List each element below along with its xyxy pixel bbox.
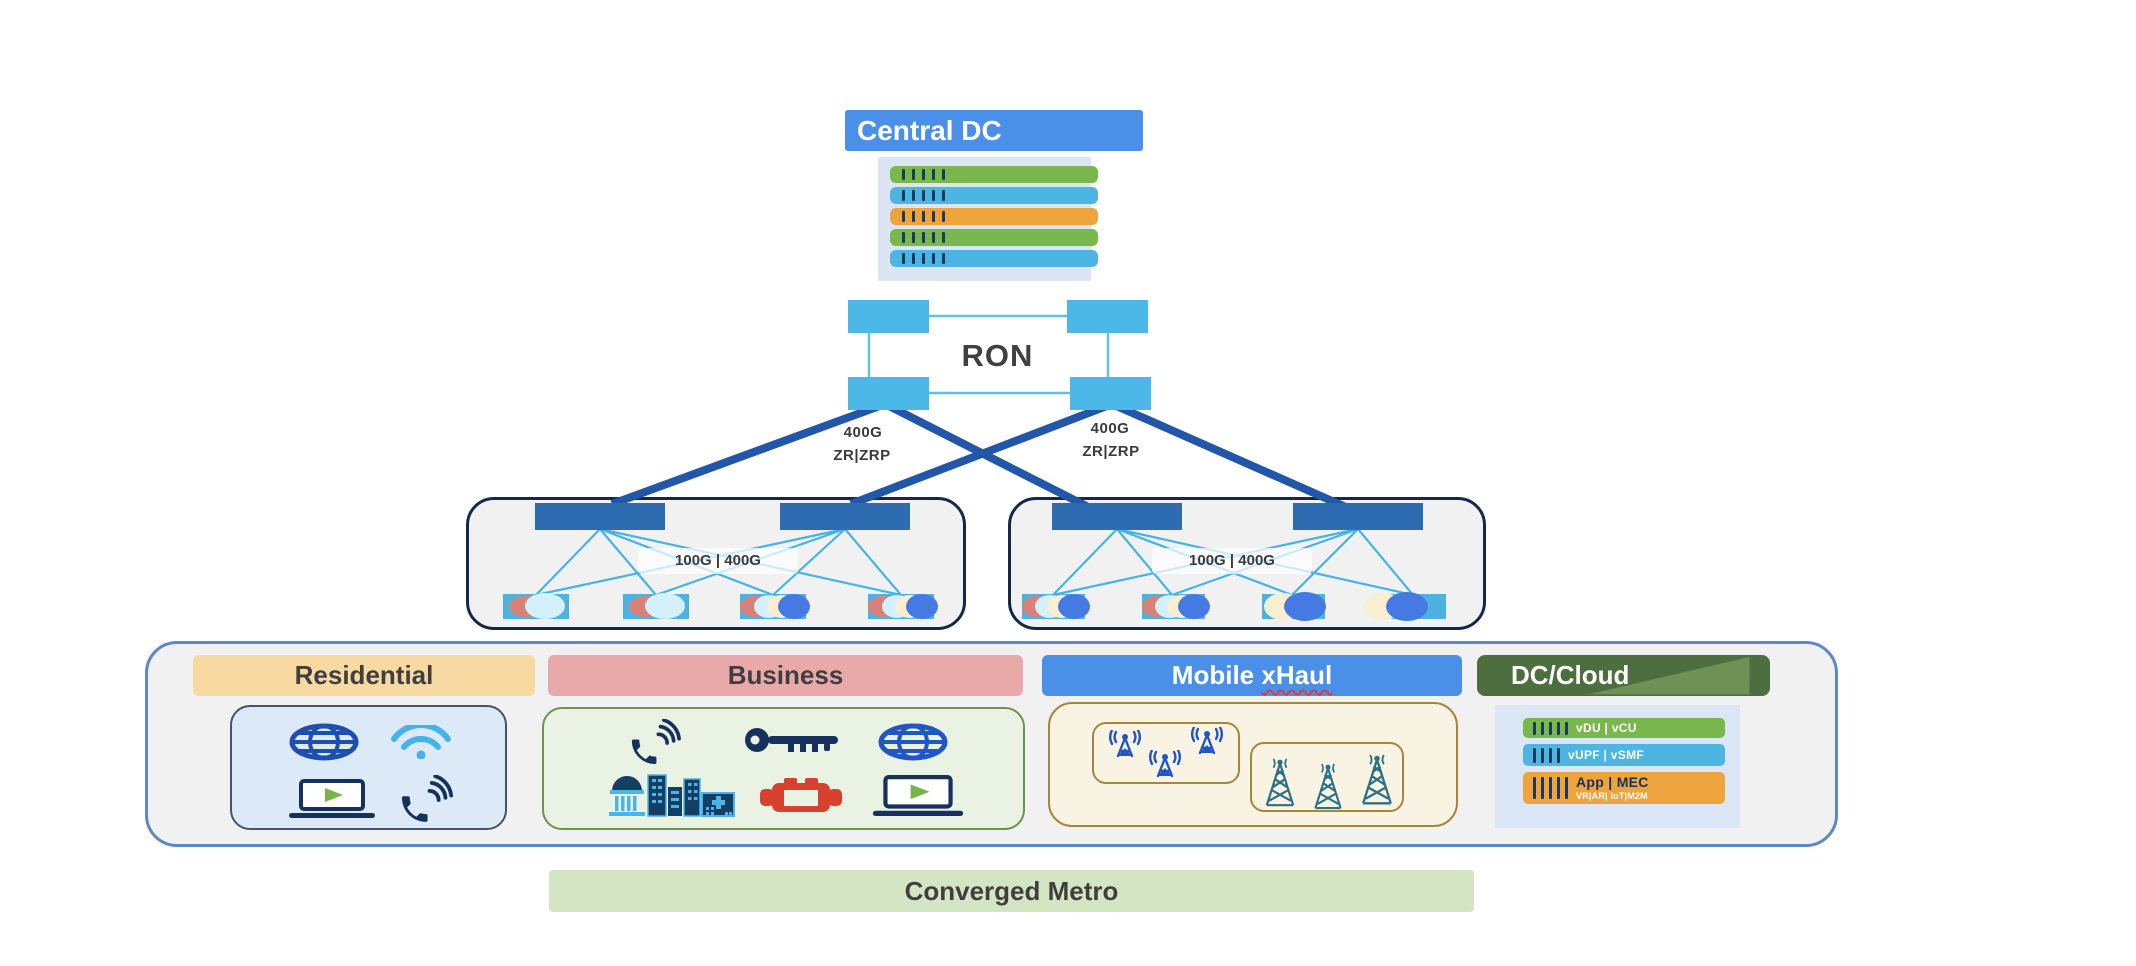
metro-right-fabric-label: 100G | 400G: [1152, 548, 1312, 574]
video-laptop-icon: [289, 779, 375, 818]
leaf-node: [503, 593, 569, 619]
spine-switch: [780, 503, 910, 530]
macro-tower-group-box: [1250, 742, 1404, 812]
leaf-node: [868, 594, 938, 619]
dc-bar-label: App | MEC: [1576, 773, 1649, 790]
server-row: [890, 229, 1098, 246]
business-services-box: [542, 707, 1025, 830]
video-laptop-icon: [872, 775, 964, 816]
spine-switch: [1293, 503, 1423, 530]
leaf-node: [1262, 592, 1326, 621]
globe-icon: [878, 723, 948, 761]
connector-icon: [760, 778, 842, 812]
key-icon: [745, 728, 838, 752]
leaf-node: [623, 593, 689, 619]
mobile-label-prefix: Mobile: [1171, 660, 1255, 690]
ron-label: RON: [961, 338, 1034, 373]
city-buildings-icon: [609, 774, 735, 817]
server-row: [890, 187, 1098, 204]
dc-bar-label: vUPF | vSMF: [1568, 748, 1645, 762]
central-dc-text: Central DC: [857, 115, 1002, 146]
server-ticks: [1533, 721, 1568, 735]
ron-node-top-left: [848, 300, 929, 333]
macro-tower-icon: [1362, 754, 1392, 805]
ron-ring-links: [867, 314, 1110, 395]
converged-metro-label: Converged Metro: [904, 876, 1119, 906]
segment-header-residential: Residential: [193, 655, 535, 696]
leaf-node: [1364, 592, 1446, 621]
server-ticks: [1533, 747, 1560, 763]
server-row: [890, 166, 1098, 183]
small-cell-antenna-icon: [1149, 750, 1181, 778]
server-ticks: [1533, 777, 1568, 799]
dci-left-speed: 400G: [843, 424, 883, 441]
server-row: [890, 208, 1098, 225]
business-label: Business: [727, 660, 844, 690]
metro-left-fabric-label: 100G | 400G: [638, 548, 798, 574]
spine-switch: [1052, 503, 1182, 530]
globe-icon: [289, 723, 359, 761]
leaf-node: [1022, 594, 1090, 619]
central-dc-label: Central DC: [845, 110, 1143, 151]
small-cell-antenna-icon: [1109, 730, 1141, 758]
mobile-xhaul-services-box: [1048, 702, 1458, 827]
macro-tower-icon: [1314, 763, 1342, 810]
segment-header-business: Business: [548, 655, 1023, 696]
dci-left-optics: ZR|ZRP: [833, 447, 891, 464]
residential-label: Residential: [294, 660, 434, 690]
central-dc-server-stack: [878, 157, 1098, 281]
phone-signal-icon: [631, 719, 681, 764]
small-cell-group-box: [1092, 722, 1240, 784]
residential-services-box: [230, 705, 507, 830]
mobile-label-word: xHaul: [1261, 660, 1333, 690]
server-row: [890, 250, 1098, 267]
ron-node-bottom-left: [848, 377, 929, 410]
converged-metro-banner: Converged Metro: [549, 870, 1474, 912]
leaf-node: [740, 594, 810, 619]
dc-cloud-bar-vupf-vsmf: vUPF | vSMF: [1523, 744, 1725, 766]
ron-node-top-right: [1067, 300, 1148, 333]
phone-signal-icon: [401, 775, 454, 822]
ron-node-bottom-right: [1070, 377, 1151, 410]
dc-bar-label: vDU | vCU: [1576, 721, 1637, 735]
wifi-icon: [391, 725, 451, 759]
dc-cloud-bar-app-mec: App | MEC VR|AR| IoT|M2M: [1523, 772, 1725, 804]
small-cell-antenna-icon: [1191, 727, 1223, 755]
segment-header-mobile-xhaul: Mobile xHaul: [1042, 655, 1462, 696]
dc-cloud-bar-vdu-vcu: vDU | vCU: [1523, 718, 1725, 738]
dc-bar-sublabel: VR|AR| IoT|M2M: [1576, 791, 1648, 802]
dc-cloud-label: DC/Cloud: [1511, 660, 1630, 690]
segment-header-dc-cloud: DC/Cloud: [1477, 655, 1770, 696]
dci-400g-links: [610, 400, 1350, 512]
spine-switch: [535, 503, 665, 530]
leaf-node: [1142, 594, 1210, 619]
dci-right-speed: 400G: [1090, 420, 1130, 437]
macro-tower-icon: [1265, 758, 1295, 807]
dci-right-optics: ZR|ZRP: [1082, 443, 1140, 460]
dc-cloud-panel: vDU | vCU vUPF | vSMF App | MEC VR|AR| I…: [1495, 705, 1740, 828]
